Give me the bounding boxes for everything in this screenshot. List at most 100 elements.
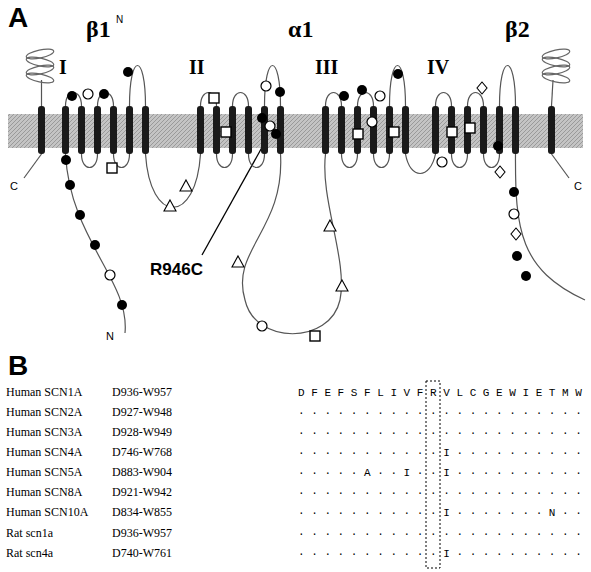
domain-number: III xyxy=(314,56,339,79)
mutation-filled-circle xyxy=(357,85,367,95)
residue-range: D928-W949 xyxy=(112,426,172,440)
ig-domain-fold xyxy=(541,55,570,69)
mutation-triangle xyxy=(164,200,176,211)
mutation-filled-circle xyxy=(90,240,100,250)
part-label: N xyxy=(106,330,114,343)
part-label: N xyxy=(116,14,123,26)
beta1-stem xyxy=(41,80,42,106)
residue-range: D936-W957 xyxy=(112,386,172,400)
segment-loop xyxy=(374,154,390,168)
residue-range: D936-W957 xyxy=(112,527,172,541)
mutation-square xyxy=(209,93,219,103)
mutation-open-circle xyxy=(509,209,519,219)
transmembrane-segment xyxy=(432,106,439,154)
part-label: α1 xyxy=(288,16,313,44)
mutation-open-circle xyxy=(83,89,93,99)
mutation-square xyxy=(107,163,117,173)
mutation-square xyxy=(389,127,399,137)
mutation-filled-circle xyxy=(339,91,349,101)
transmembrane-segment xyxy=(197,106,204,154)
mutation-open-circle xyxy=(375,91,385,101)
gene-name: Rat scn1a xyxy=(6,527,53,541)
mutation-filled-circle xyxy=(65,180,75,190)
mutation-filled-circle xyxy=(512,251,522,261)
ig-domain-fold xyxy=(25,47,54,61)
mutation-diamond xyxy=(477,82,487,94)
sequence-row: D F E F S F L I V F R V L C G E W I E T … xyxy=(298,386,582,400)
mutation-open-circle xyxy=(261,81,271,91)
mutation-filled-circle xyxy=(271,129,281,139)
segment-loop xyxy=(390,66,406,107)
mutation-open-circle xyxy=(437,157,447,167)
transmembrane-segment xyxy=(338,106,345,154)
gene-name: Human SCN5A xyxy=(6,466,82,480)
segment-loop xyxy=(500,66,516,107)
gene-name: Human SCN3A xyxy=(6,426,82,440)
segment-loop xyxy=(82,154,98,168)
transmembrane-segment xyxy=(402,106,409,154)
part-label: C xyxy=(10,180,18,193)
residue-range: D834-W855 xyxy=(112,506,172,520)
mutation-triangle xyxy=(180,180,192,191)
linker-i-ii xyxy=(146,154,201,207)
sequence-row: · · · · · · · · · · · · · · · · · · · · … xyxy=(298,426,582,440)
sequence-row: · · · · · A · · I · · I · · · · · · · · … xyxy=(298,466,582,480)
mutation-filled-circle xyxy=(123,67,133,77)
mutation-open-circle xyxy=(105,270,115,280)
transmembrane-segment xyxy=(322,106,329,154)
transmembrane-segment xyxy=(62,106,69,154)
ig-domain-fold xyxy=(541,47,570,61)
mutation-triangle xyxy=(324,220,336,231)
mutation-filled-circle xyxy=(99,89,109,99)
beta1-c-tail xyxy=(24,154,42,178)
sequence-row: · · · · · · · · · · · I · · · · · · · · … xyxy=(298,446,582,460)
sequence-row: · · · · · · · · · · · · · · · · · · · · … xyxy=(298,527,582,541)
residue-range: D883-W904 xyxy=(112,466,172,480)
mutation-square xyxy=(310,331,320,341)
beta2-segment xyxy=(548,106,555,154)
transmembrane-segment xyxy=(110,106,117,154)
mutation-filled-circle xyxy=(67,91,77,101)
mutation-filled-circle xyxy=(61,155,71,165)
segment-loop xyxy=(326,93,342,107)
mutation-diamond xyxy=(495,166,505,178)
gene-name: Human SCN1A xyxy=(6,386,82,400)
transmembrane-segment xyxy=(94,106,101,154)
linker-ii-iii xyxy=(242,154,341,334)
transmembrane-segment xyxy=(142,106,149,154)
part-label: C xyxy=(574,180,582,193)
segment-loop xyxy=(342,154,358,168)
gene-name: Human SCN2A xyxy=(6,406,82,420)
mutation-square xyxy=(465,123,475,133)
ig-domain-fold xyxy=(25,63,54,77)
transmembrane-segment xyxy=(480,106,487,154)
transmembrane-segment xyxy=(126,106,133,154)
segment-loop xyxy=(217,154,233,168)
transmembrane-segment xyxy=(370,106,377,154)
segment-loop xyxy=(468,93,484,107)
sequence-row: · · · · · · · · · · · I · · · · · · · · … xyxy=(298,547,582,561)
transmembrane-segment xyxy=(213,106,220,154)
domain-number: I xyxy=(58,56,68,79)
sequence-row: · · · · · · · · · · · · · · · · · · · · … xyxy=(298,486,582,500)
ig-domain-fold xyxy=(25,71,54,85)
part-label: A xyxy=(8,2,28,34)
mutation-open-circle xyxy=(265,121,275,131)
mutation-callout: R946C xyxy=(150,260,203,280)
ig-domain-fold xyxy=(541,63,570,77)
transmembrane-segment xyxy=(78,106,85,154)
residue-range: D746-W768 xyxy=(112,446,172,460)
transmembrane-segment xyxy=(512,106,519,154)
mutation-filled-circle xyxy=(521,271,531,281)
linker-iii-iv xyxy=(406,154,436,174)
ig-domain-fold xyxy=(25,55,54,69)
residue-range: D927-W948 xyxy=(112,406,172,420)
mutation-filled-circle xyxy=(393,69,403,79)
mutation-filled-circle xyxy=(117,300,127,310)
mutation-square xyxy=(447,127,457,137)
segment-loop xyxy=(452,154,468,168)
mutation-open-circle xyxy=(257,321,267,331)
gene-name: Human SCN10A xyxy=(6,506,88,520)
